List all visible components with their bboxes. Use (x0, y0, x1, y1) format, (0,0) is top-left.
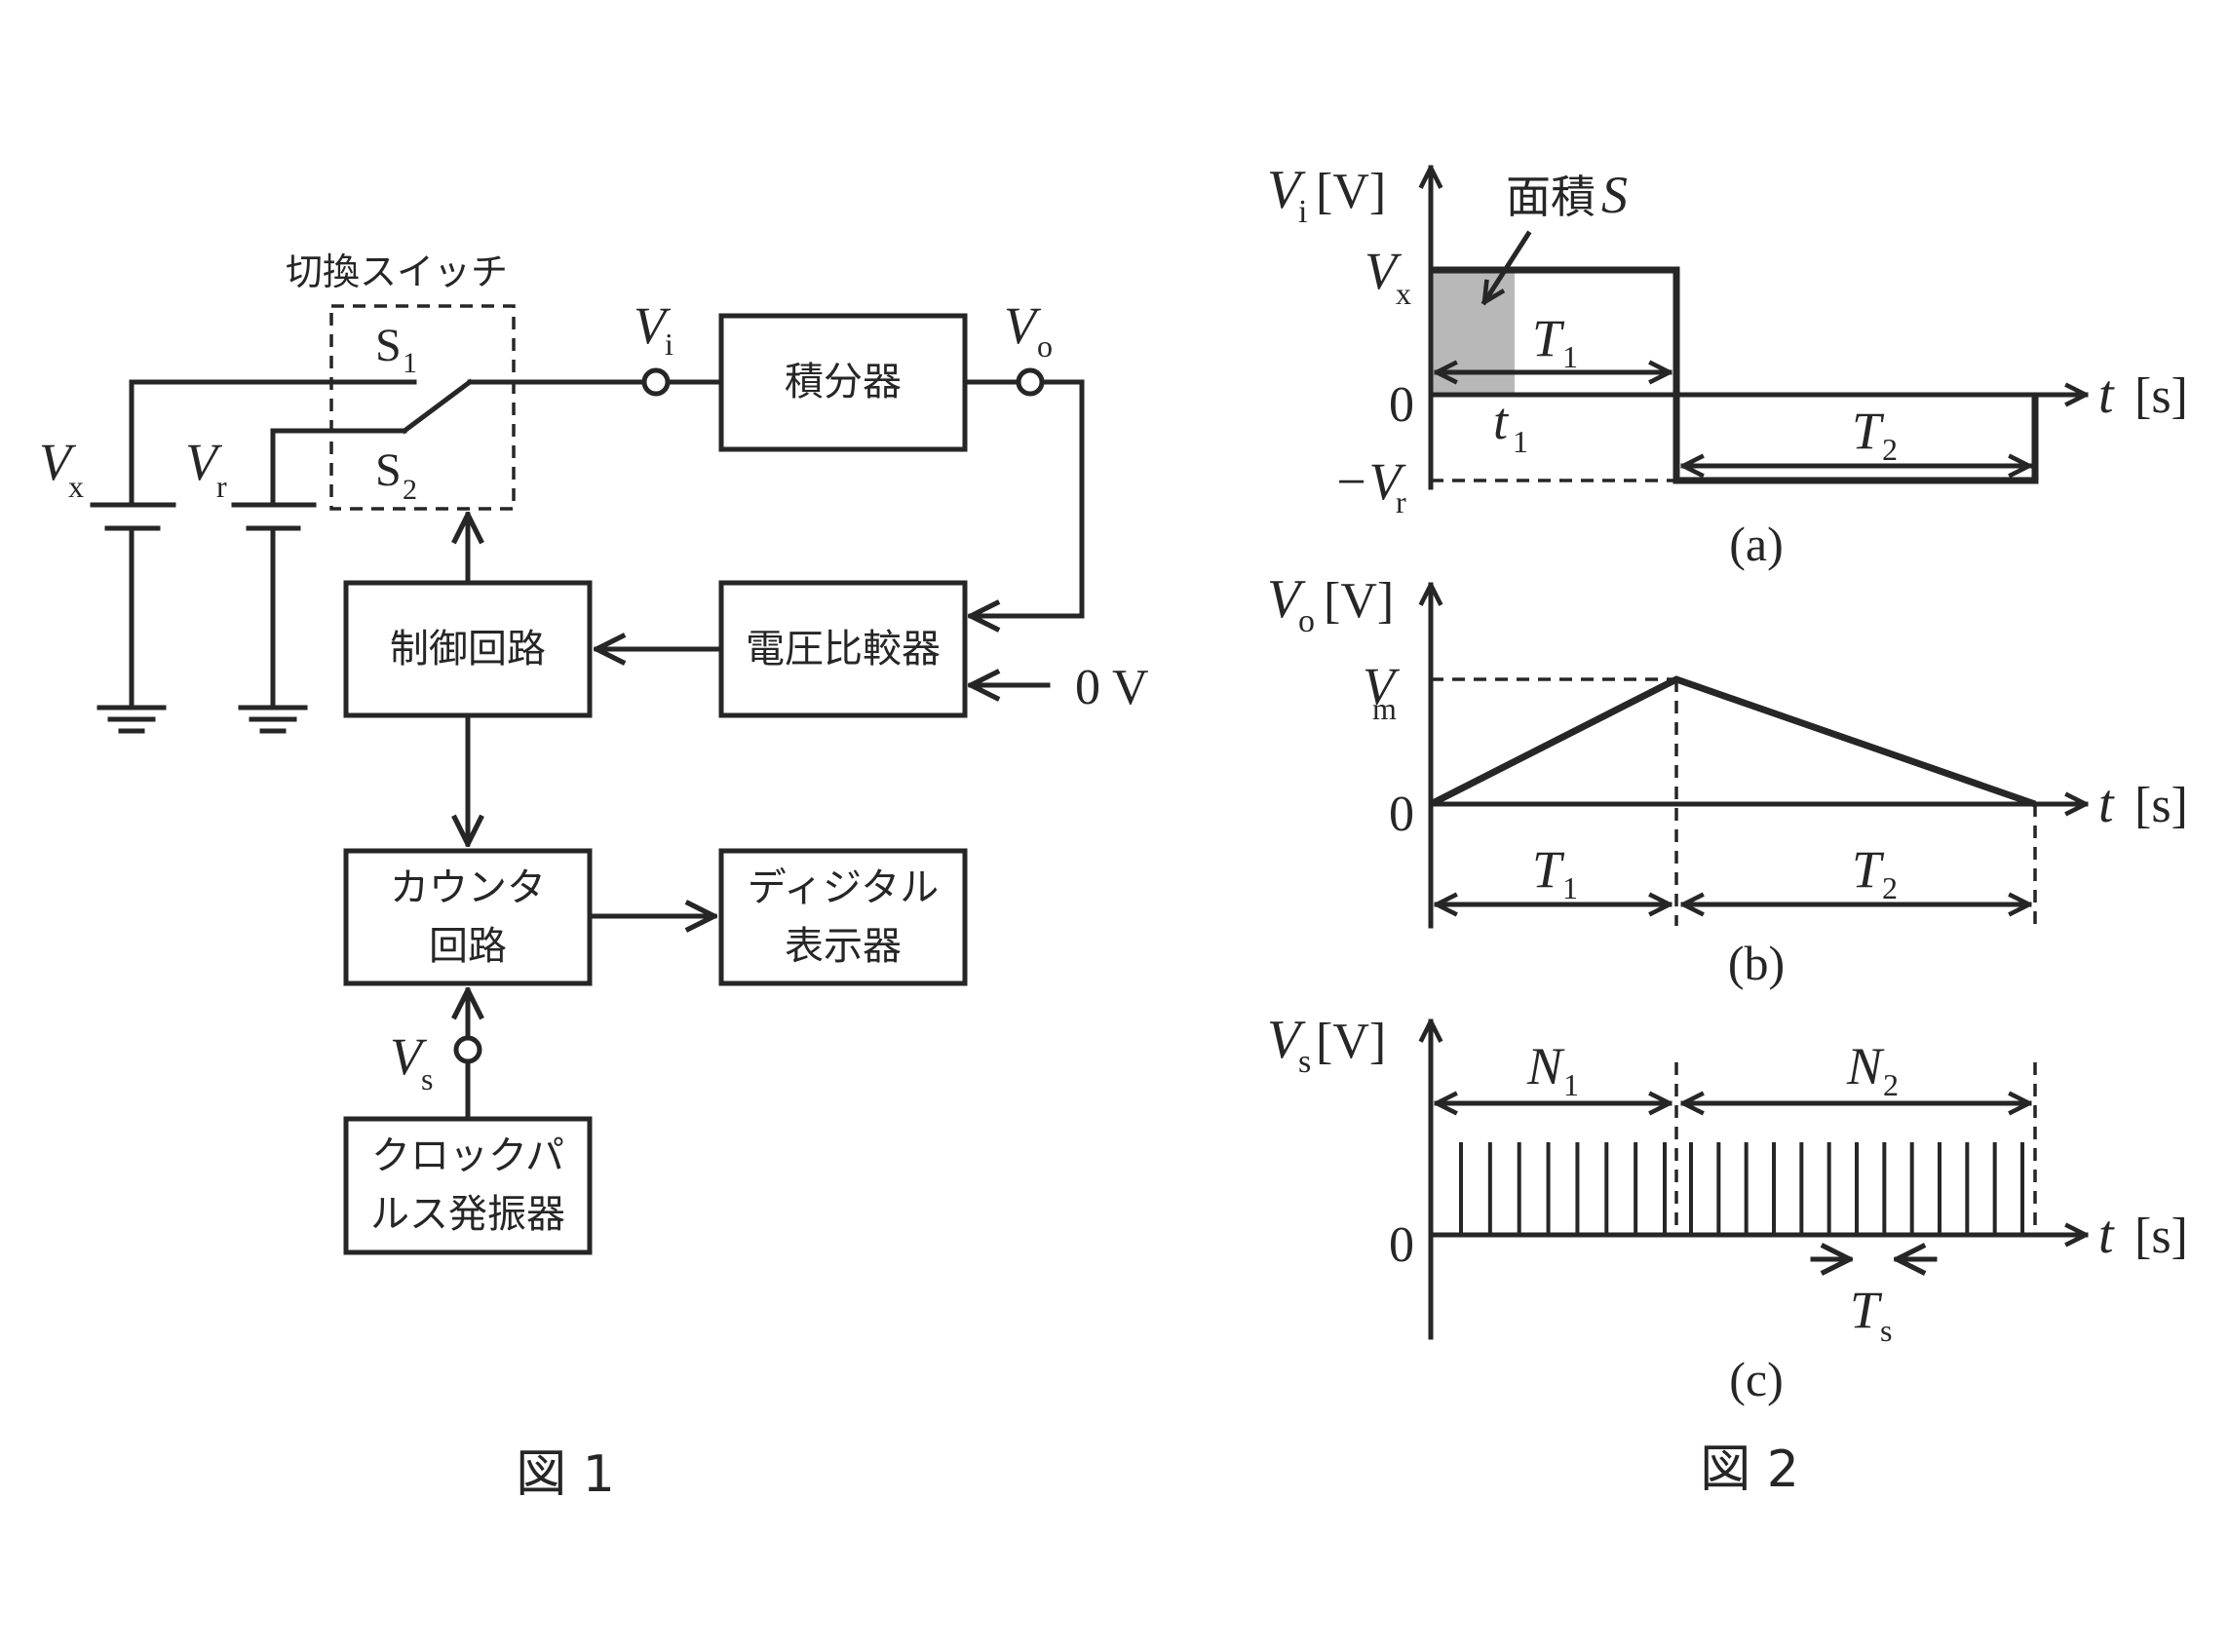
plot-c-y-label: V (1267, 1010, 1306, 1070)
control-label: 制御回路 (390, 627, 546, 672)
integrator-label: 積分器 (785, 360, 902, 404)
plot-c-N2-sub: 2 (1883, 1067, 1899, 1102)
plot-a-x-unit: [s] (2134, 368, 2188, 424)
comparator-block (718, 580, 968, 718)
vo-sub: o (1037, 328, 1053, 364)
plot-a-neg-vr-sub: r (1396, 484, 1406, 519)
plot-a-y-label: V (1267, 160, 1306, 220)
plot-c-zero: 0 (1389, 1217, 1414, 1273)
counter-label-line1: カウンタ (390, 865, 546, 910)
plot-b-T1-label: T (1532, 840, 1565, 899)
plot-b-caption: (b) (1728, 936, 1785, 990)
plot-a-t1-sub: 1 (1513, 424, 1528, 459)
plot-b-T2-label: T (1852, 840, 1885, 899)
s1-label: S (375, 320, 402, 371)
area-s-pointer (1480, 230, 1532, 302)
vx-battery (90, 379, 176, 734)
display-block (718, 848, 968, 986)
figure-2-waveforms: V i [V] 面積 S V x 0 −V r T 1 t 1 T 2 t [s… (1267, 160, 2188, 1499)
switch-arm (401, 378, 474, 435)
plot-b-T2-sub: 2 (1882, 870, 1898, 905)
plot-a-y-sub: i (1298, 194, 1307, 230)
vx-sub: x (68, 469, 84, 504)
plot-c-Ts-label: T (1850, 1281, 1883, 1339)
plot-b-T1-sub: 1 (1562, 870, 1578, 905)
zero-v-label: 0 V (1075, 660, 1149, 715)
clock-label-line1: クロックパ (371, 1133, 564, 1178)
switch-box (329, 304, 516, 511)
plot-b: V o [V] V m 0 T 1 T 2 t [s] (b) (1267, 569, 2188, 990)
clock-block (343, 1116, 593, 1255)
comparator-label: 電圧比較器 (746, 627, 941, 672)
plot-a-t1-label: t (1493, 392, 1510, 450)
plot-c-Ts-sub: s (1880, 1313, 1892, 1348)
plot-c-N2-label: N (1846, 1037, 1885, 1095)
plot-b-x-label: t (2098, 774, 2115, 834)
vr-battery (231, 428, 317, 734)
plot-a-vx-label: V (1365, 242, 1403, 300)
vi-terminal (641, 367, 671, 397)
integrator-block (718, 313, 968, 452)
plot-a-y-unit: [V] (1316, 164, 1386, 219)
plot-c-N1-sub: 1 (1563, 1067, 1579, 1102)
area-s-shading (1431, 270, 1515, 395)
counter-label-line2: 回路 (429, 924, 507, 969)
plot-c-caption: (c) (1729, 1352, 1784, 1406)
plot-c-y-sub: s (1298, 1044, 1311, 1080)
plot-a-T2-label: T (1852, 402, 1885, 460)
vs-terminal (453, 1035, 482, 1064)
plot-b-vm-label: V (1363, 657, 1401, 715)
plot-b-y-sub: o (1298, 603, 1315, 639)
plot-a-caption: (a) (1729, 517, 1784, 571)
plot-b-vm-sub: m (1372, 691, 1397, 726)
display-label-line1: ディジタル (748, 865, 939, 910)
plot-c-x-label: t (2098, 1205, 2115, 1265)
vo-terminal (1016, 367, 1045, 397)
clock-label-line2: ルス発振器 (370, 1192, 565, 1237)
switch-label: 切換スイッチ (286, 250, 508, 293)
figure-1-circuit: V x V r 切換スイッチ S 1 S 2 V i 積分器 (39, 250, 1149, 1504)
plot-b-zero: 0 (1389, 787, 1414, 842)
vr-label: V (185, 433, 223, 491)
vi-sub: i (665, 327, 673, 362)
vi-label: V (634, 296, 672, 355)
area-s-symbol: S (1601, 166, 1628, 224)
plot-c-y-unit: [V] (1316, 1014, 1386, 1069)
vo-waveform (1429, 675, 2037, 808)
plot-c-N1-label: N (1526, 1037, 1565, 1095)
vr-sub: r (216, 469, 227, 504)
s2-sub: 2 (403, 474, 417, 506)
vs-label: V (390, 1027, 428, 1086)
area-s-label: 面積 (1506, 171, 1596, 223)
plot-a-zero: 0 (1389, 377, 1414, 433)
s1-sub: 1 (403, 347, 417, 379)
vo-label: V (1004, 296, 1042, 355)
plot-b-y-unit: [V] (1324, 573, 1394, 629)
control-block (343, 580, 593, 718)
plot-c: V s [V] 0 N 1 N 2 T s t [s] (c) (1267, 1010, 2188, 1406)
figure-1-caption: 図 1 (516, 1445, 615, 1504)
s2-label: S (375, 444, 402, 496)
plot-a-T1-label: T (1532, 309, 1565, 367)
vo-feedback-wire (971, 379, 1085, 616)
display-label-line2: 表示器 (785, 924, 902, 969)
plot-a-T2-sub: 2 (1882, 432, 1898, 467)
plot-a: V i [V] 面積 S V x 0 −V r T 1 t 1 T 2 t [s… (1267, 160, 2188, 571)
plot-b-y-label: V (1267, 569, 1306, 630)
plot-c-x-unit: [s] (2134, 1209, 2188, 1264)
vs-sub: s (421, 1061, 433, 1096)
plot-a-T1-sub: 1 (1562, 339, 1578, 374)
plot-b-x-unit: [s] (2134, 778, 2188, 833)
clock-pulses (1459, 1142, 2024, 1235)
vx-label: V (39, 433, 77, 491)
plot-a-neg-vr-label: −V (1333, 452, 1406, 511)
plot-a-x-label: t (2098, 365, 2115, 425)
plot-a-vx-sub: x (1396, 276, 1411, 311)
figure-2-caption: 図 2 (1700, 1441, 1799, 1499)
